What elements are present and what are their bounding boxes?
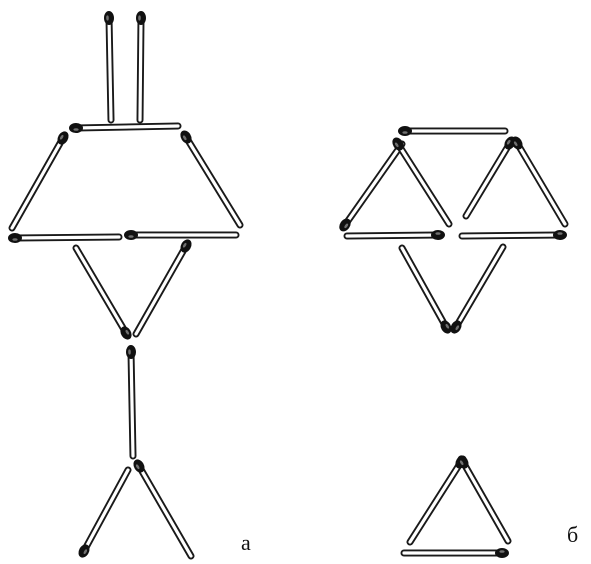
match-figure-b-match-2	[337, 144, 402, 234]
match-head	[553, 230, 567, 240]
match-figure-b-match-7	[509, 134, 565, 224]
match-head	[124, 230, 138, 240]
match-figure-b-match-10	[410, 453, 469, 542]
match-head	[495, 548, 509, 558]
match-figure-b-match-11	[455, 453, 508, 541]
match-head	[8, 233, 22, 243]
match-figure-b-match-1	[398, 126, 505, 136]
match-figure-b-match-3	[390, 135, 449, 224]
match-figure-b-match-9	[448, 247, 503, 336]
match-figure-b-match-4	[347, 230, 445, 240]
match-figure-a-match-10	[126, 345, 136, 456]
match-figure-a-match-2	[136, 11, 146, 120]
match-figure-a-match-4	[12, 129, 71, 228]
match-figure-a-match-3	[69, 123, 178, 133]
match-figure-a-match-1	[104, 11, 114, 120]
match-figure-a-match-5	[178, 128, 240, 225]
figure-b-label: б	[567, 524, 578, 546]
match-figure-a-match-6	[8, 233, 119, 243]
match-figure-b	[337, 126, 567, 558]
match-head	[431, 230, 445, 240]
match-figure-a-match-11	[76, 470, 128, 560]
match-figure-a-match-9	[136, 237, 194, 334]
match-head	[136, 11, 146, 25]
figure-a-label: а	[241, 532, 251, 554]
match-figure-b-match-5	[462, 230, 567, 240]
match-figure-a-match-8	[76, 248, 134, 342]
match-figure-a-match-7	[124, 230, 236, 240]
match-figure-a-match-12	[131, 457, 191, 556]
match-figure-b-match-8	[402, 248, 454, 336]
match-figure-b-match-6	[466, 134, 518, 216]
match-figure-a	[8, 11, 240, 560]
match-head	[398, 126, 412, 136]
match-figure-b-match-12	[404, 548, 509, 558]
